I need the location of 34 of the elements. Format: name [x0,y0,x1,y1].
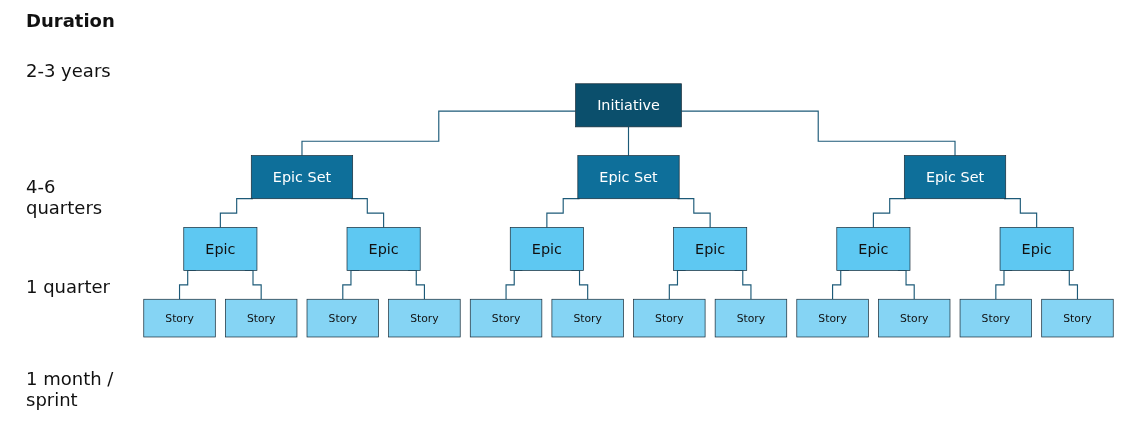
connector [1003,198,1038,229]
node-box: Story [225,299,298,338]
connector [350,198,385,229]
node-box: Story [796,299,869,338]
duration-label: 2-3 years [26,60,112,81]
node-box: Story [878,299,951,338]
node-box: Epic [509,227,584,272]
node-box: Epic Set [577,155,680,200]
node-box: Story [714,299,788,338]
node-box: Story [469,299,543,338]
node-box: Story [633,299,706,338]
node-box: Epic [836,227,911,272]
node-box: Epic [999,227,1074,272]
node-box: Epic [346,227,421,272]
duration-label: 4-6 quarters [26,176,104,218]
node-box: Story [959,299,1032,338]
column-heading: Duration [26,10,116,31]
node-box: Initiative [575,83,682,128]
connector [219,198,254,229]
connector [680,110,956,157]
node-box: Epic Set [250,155,354,200]
node-box: Epic [673,227,748,272]
connector [872,198,907,229]
node-box: Story [551,299,624,338]
node-box: Story [306,299,379,338]
connector [301,110,577,157]
node-box: Story [388,299,461,338]
duration-label: 1 quarter [26,276,111,297]
node-box: Epic [183,227,258,272]
node-box: Story [143,299,216,338]
node-box: Story [1041,299,1114,338]
connector [627,126,630,157]
duration-label: 1 month / sprint [26,368,115,410]
node-box: Epic Set [904,155,1007,200]
